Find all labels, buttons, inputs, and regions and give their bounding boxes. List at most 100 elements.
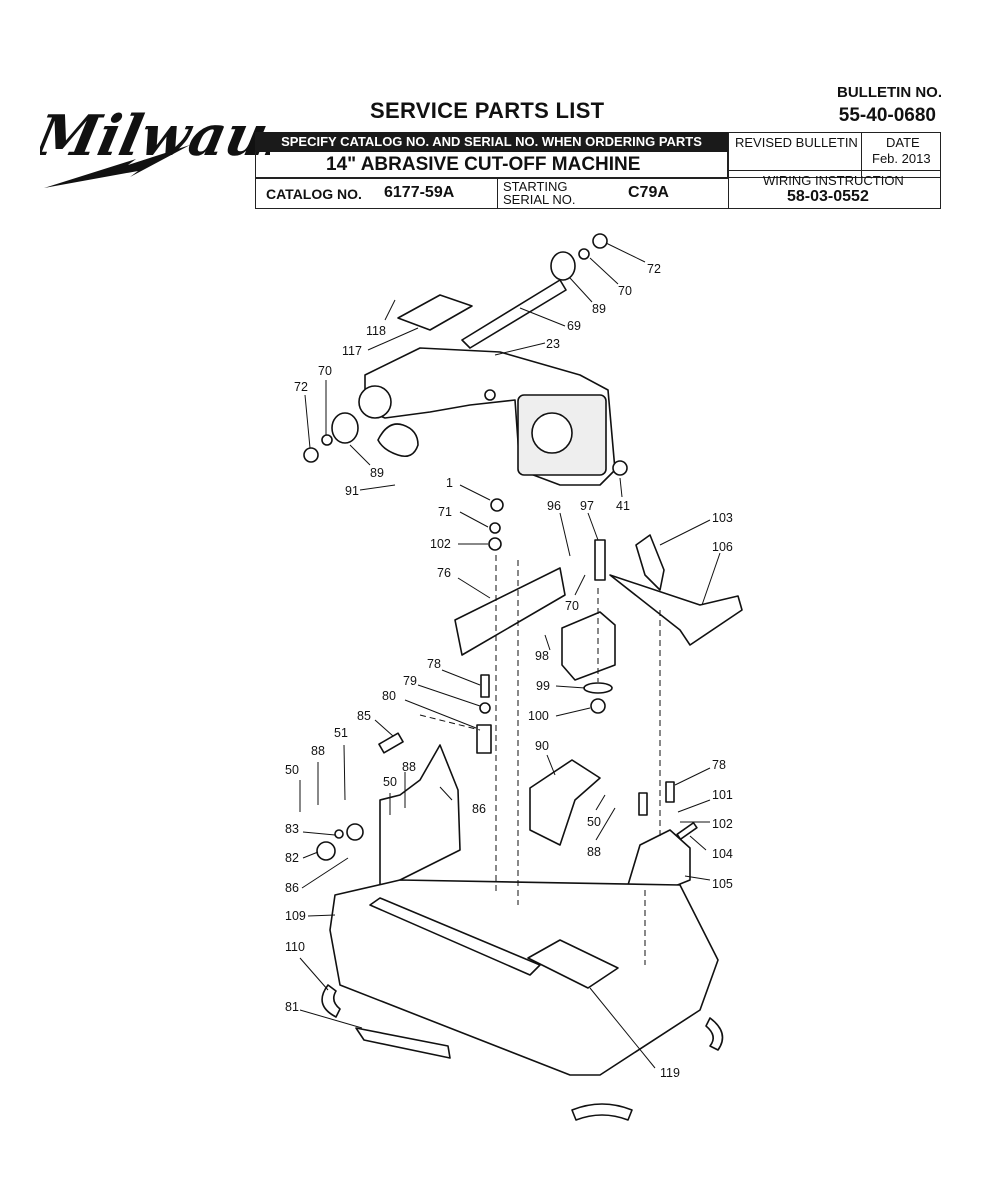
callout-89: 89	[592, 302, 606, 316]
arm-pivot-bore	[358, 385, 392, 419]
exploded-parts-diagram: 72 70 89 69 118 117 23 72 70 89 91 41 1 …	[285, 233, 743, 1121]
date-value: Feb. 2013	[872, 151, 931, 166]
spring-91	[377, 423, 419, 458]
callout-90: 90	[535, 739, 549, 753]
callout-81: 81	[285, 1000, 299, 1014]
callout-118: 118	[366, 324, 386, 338]
label-119	[527, 939, 619, 989]
foot-110	[321, 984, 341, 1018]
callout-82: 82	[285, 851, 299, 865]
callout-23: 23	[546, 337, 560, 351]
date-label: DATE	[886, 135, 920, 150]
callout-104: 104	[712, 847, 733, 861]
wiring-value: 58-03-0552	[787, 188, 869, 205]
callout-117: 117	[342, 344, 362, 358]
align-line-6	[419, 714, 481, 731]
serial-value: C79A	[628, 184, 669, 201]
callout-78: 78	[427, 657, 441, 671]
pin-104	[676, 822, 698, 840]
callout-97: 97	[580, 499, 594, 513]
nut-72-left	[303, 447, 319, 463]
callout-99: 99	[536, 679, 550, 693]
callout-103: 103	[712, 511, 733, 525]
foot-right	[705, 1017, 724, 1051]
ordering-note: SPECIFY CATALOG NO. AND SERIAL NO. WHEN …	[255, 132, 728, 152]
callout-88: 88	[587, 845, 601, 859]
callout-91: 91	[345, 484, 359, 498]
callout-88: 88	[402, 760, 416, 774]
callout-102: 102	[430, 537, 451, 551]
bolt-vise	[638, 792, 648, 816]
callout-80: 80	[382, 689, 396, 703]
bolt-78-left	[480, 674, 490, 698]
callout-89: 89	[370, 466, 384, 480]
callout-50: 50	[587, 815, 601, 829]
wrench-81	[355, 1027, 451, 1059]
callout-50: 50	[285, 763, 299, 777]
callout-102: 102	[712, 817, 733, 831]
left-bracket	[379, 744, 461, 889]
washer-71	[489, 522, 501, 534]
callout-86: 86	[285, 881, 299, 895]
catalog-cell: CATALOG NO. 6177-59A	[255, 178, 498, 209]
page-title: SERVICE PARTS LIST	[370, 98, 605, 123]
starting-label: STARTING	[503, 179, 568, 194]
washer-99	[583, 682, 613, 694]
callout-69: 69	[567, 319, 581, 333]
bolt-1	[490, 498, 504, 512]
callout-101: 101	[712, 788, 733, 802]
wiring-cell: WIRING INSTRUCTION 58-03-0552	[728, 170, 941, 209]
bulletin-label: BULLETIN NO.	[837, 84, 942, 101]
catalog-label: CATALOG NO.	[266, 186, 362, 202]
bushing-left	[346, 823, 364, 841]
callout-98: 98	[535, 649, 549, 663]
wiring-label: WIRING INSTRUCTION	[763, 173, 904, 188]
callout-70: 70	[318, 364, 332, 378]
washer-70-top	[578, 248, 590, 260]
bolt-78-right	[665, 781, 675, 803]
catalog-value: 6177-59A	[384, 184, 455, 201]
date-cell: DATE Feb. 2013	[861, 132, 941, 178]
callout-1: 1	[446, 476, 453, 490]
bearing-89-left	[331, 412, 359, 444]
label-plate-117	[397, 294, 473, 331]
handle-106	[609, 574, 743, 646]
callout-119: 119	[660, 1066, 680, 1080]
revised-label: REVISED BULLETIN	[735, 135, 858, 150]
milwaukee-logo: Milwaukee	[40, 104, 270, 188]
nut-72-top	[592, 233, 608, 249]
bearing-89-top	[550, 251, 576, 281]
callout-71: 71	[438, 505, 452, 519]
callout-50: 50	[383, 775, 397, 789]
serial-cell: STARTING SERIAL NO. C79A	[497, 178, 729, 209]
nut-41	[612, 460, 628, 476]
lever-103	[635, 534, 665, 591]
cap-82	[316, 841, 336, 861]
callout-72: 72	[647, 262, 661, 276]
callout-105: 105	[712, 877, 733, 891]
washer-102	[488, 537, 502, 551]
base-slot	[369, 897, 541, 976]
washer-70-left	[321, 434, 333, 446]
callout-96: 96	[547, 499, 561, 513]
callout-106: 106	[712, 540, 733, 554]
callout-110: 110	[285, 940, 305, 954]
clamp-80	[476, 724, 492, 754]
foot-bottom	[571, 1103, 633, 1121]
callout-51: 51	[334, 726, 348, 740]
serial-label: SERIAL NO.	[503, 192, 576, 207]
callout-76: 76	[437, 566, 451, 580]
guard-90	[529, 759, 601, 846]
bulletin-number: 55-40-0680	[838, 105, 936, 126]
callout-88: 88	[311, 744, 325, 758]
nut-100	[590, 698, 606, 714]
motor-opening	[531, 412, 573, 454]
lightning-bolt-icon	[44, 145, 190, 188]
callout-78: 78	[712, 758, 726, 772]
pin-97	[594, 539, 606, 581]
callout-70: 70	[618, 284, 632, 298]
arm-hole	[484, 389, 496, 401]
callout-85: 85	[357, 709, 371, 723]
callout-79: 79	[403, 674, 417, 688]
machine-name: 14" ABRASIVE CUT-OFF MACHINE	[255, 152, 728, 178]
